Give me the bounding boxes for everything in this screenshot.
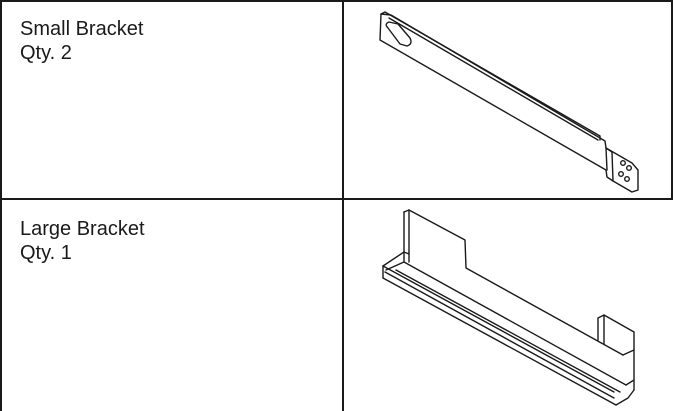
part-quantity: Qty. 1 [20,242,72,264]
small-bracket-illustration [379,11,639,193]
table-divider-middle [342,0,344,411]
table-border-right [671,0,673,200]
part-row-large-bracket: Large Bracket Qty. 1 [20,217,145,265]
part-name: Small Bracket [20,18,144,40]
part-quantity: Qty. 2 [20,42,72,64]
table-row-divider [0,198,673,200]
part-name: Large Bracket [20,218,145,240]
table-border-top [0,0,673,2]
table-border-left [0,0,2,411]
part-row-small-bracket: Small Bracket Qty. 2 [20,17,143,65]
